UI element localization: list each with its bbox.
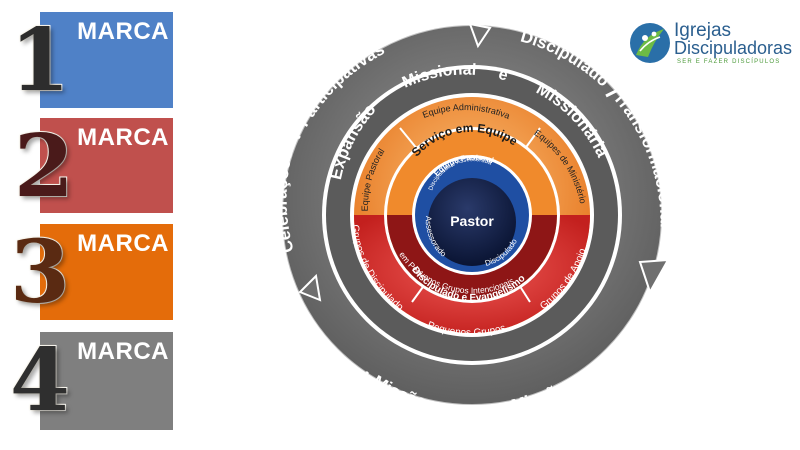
logo-tagline: SER E FAZER DISCÍPULOS [677, 59, 781, 65]
marca-label-4: MARCA [77, 338, 169, 365]
marca-number-2: 2 [13, 116, 75, 217]
marca-label-1: MARCA [77, 18, 169, 45]
marca-block-1: MARCA [40, 12, 173, 108]
logo-title-line1: Igrejas [674, 20, 732, 41]
marca-block-4: MARCA [40, 332, 173, 430]
text-pastor: Pastor [450, 213, 494, 229]
outer-arrow-right [638, 258, 670, 295]
marca-block-2: MARCA [40, 118, 173, 213]
marca-number-3: 3 [9, 222, 71, 323]
marca-label-2: MARCA [77, 124, 169, 151]
center-pastor [428, 178, 516, 266]
marca-number-4: 4 [9, 330, 71, 431]
text-outer-e: e [464, 400, 474, 419]
igrejas-discipuladoras-logo: Igrejas Discipuladoras SER E FAZER DISCÍ… [628, 18, 794, 68]
outer-arrow-top [468, 22, 492, 49]
marca-number-1: 1 [9, 10, 71, 111]
marca-label-3: MARCA [77, 230, 169, 257]
logo-icon [630, 23, 670, 63]
outer-arrow-left [298, 273, 322, 302]
logo-title-line2: Discipuladoras [674, 38, 793, 58]
marca-block-3: MARCA [40, 224, 173, 320]
